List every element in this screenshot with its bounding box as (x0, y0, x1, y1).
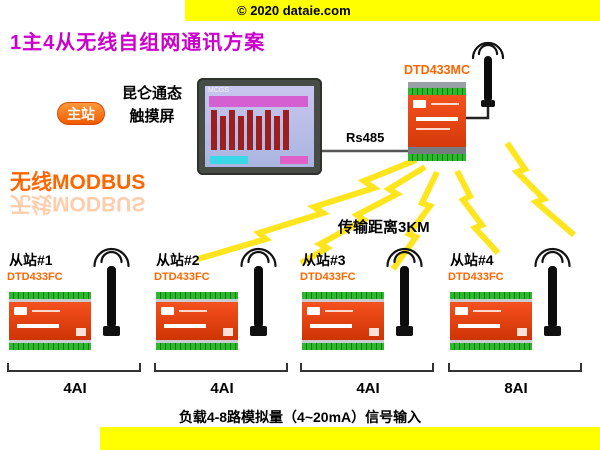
slave-name: 从站#4 (450, 252, 494, 268)
antenna-base (481, 100, 495, 107)
master-radio-device (408, 82, 466, 168)
wifi-signals (93, 41, 571, 268)
lightning-bolt-icon (299, 164, 427, 266)
copyright-text: © 2020 dataie.com (237, 3, 351, 18)
slave-name: 从站#2 (156, 252, 200, 268)
slave-model: DTD433FC (300, 271, 356, 283)
antenna-base (103, 326, 120, 336)
touchscreen-hmi: MCGS (197, 78, 322, 175)
terminal-block (450, 292, 532, 299)
hmi-brand-text: MCGS (208, 87, 229, 94)
top-banner: © 2020 dataie.com (185, 0, 600, 21)
antenna-bracket (466, 107, 490, 120)
terminal-block (9, 343, 91, 350)
slave-group-3: 从站#3 DTD433FC 4AI (298, 250, 443, 410)
bottom-banner: 咨询电话：400-696-1022 13892831469 胡工 (100, 427, 600, 450)
din-rail-clip (408, 82, 466, 88)
hmi-screen-bars (211, 110, 289, 150)
antenna-base (544, 326, 561, 336)
lightning-bolt-icon (454, 169, 501, 256)
hmi-screen-band (209, 96, 308, 107)
antenna-base (250, 326, 267, 336)
slave-model: DTD433FC (154, 271, 210, 283)
slave-group-2: 从站#2 DTD433FC 4AI (152, 250, 297, 410)
distance-label: 传输距离3KM (338, 219, 430, 236)
terminal-block (450, 343, 532, 350)
load-note: 负载4-8路模拟量（4~20mA）信号输入 (178, 409, 422, 425)
hmi-screen-pink-block (280, 156, 308, 164)
terminal-block (302, 343, 384, 350)
group-bracket (300, 363, 434, 372)
slave-radio-device (450, 292, 532, 356)
terminal-block (408, 154, 466, 161)
device-logo-chip (413, 100, 426, 108)
page-title: 1主4从无线自组网通讯方案 (10, 32, 266, 54)
rs485-label: Rs485 (346, 130, 385, 145)
device-face (408, 95, 466, 147)
device-face (9, 302, 91, 340)
device-base (408, 147, 466, 154)
antenna-icon (254, 266, 263, 328)
wireless-modbus-reflection: 无线MODBUS (10, 192, 146, 215)
io-label: 8AI (504, 380, 528, 397)
device-face (450, 302, 532, 340)
device-face (302, 302, 384, 340)
slave-radio-device (302, 292, 384, 356)
slave-name: 从站#1 (9, 252, 53, 268)
hmi-screen: MCGS (205, 86, 314, 167)
terminal-block (156, 292, 238, 299)
antenna-icon (400, 266, 409, 328)
master-device-model-label: DTD433MC (404, 63, 470, 77)
antenna-base (396, 326, 413, 336)
hmi-caption-line1: 昆仑通态 (121, 85, 182, 102)
slave-model: DTD433FC (448, 271, 504, 283)
wireless-modbus-label: 无线MODBUS (10, 171, 146, 194)
antenna-icon (548, 266, 557, 328)
device-face (156, 302, 238, 340)
group-bracket (7, 363, 141, 372)
lightning-bolt-icon (504, 141, 576, 238)
slave-radio-device (156, 292, 238, 356)
slave-radio-device (9, 292, 91, 356)
antenna-icon (107, 266, 116, 328)
terminal-block (302, 292, 384, 299)
io-label: 4AI (210, 380, 234, 397)
slave-model: DTD433FC (7, 271, 63, 283)
group-bracket (154, 363, 288, 372)
antenna-icon (484, 56, 492, 102)
group-bracket (448, 363, 582, 372)
slave-group-4: 从站#4 DTD433FC 8AI (446, 250, 591, 410)
terminal-block (9, 292, 91, 299)
io-label: 4AI (356, 380, 380, 397)
hmi-caption: 昆仑通态 触摸屏 (108, 82, 196, 129)
terminal-block (408, 88, 466, 95)
hmi-screen-cyan-block (210, 156, 248, 164)
slave-group-1: 从站#1 DTD433FC 4AI (5, 250, 150, 410)
io-label: 4AI (63, 380, 87, 397)
terminal-block (156, 343, 238, 350)
slave-name: 从站#3 (302, 252, 346, 268)
master-station-badge: 主站 (57, 102, 105, 125)
hmi-caption-line2: 触摸屏 (129, 108, 175, 126)
